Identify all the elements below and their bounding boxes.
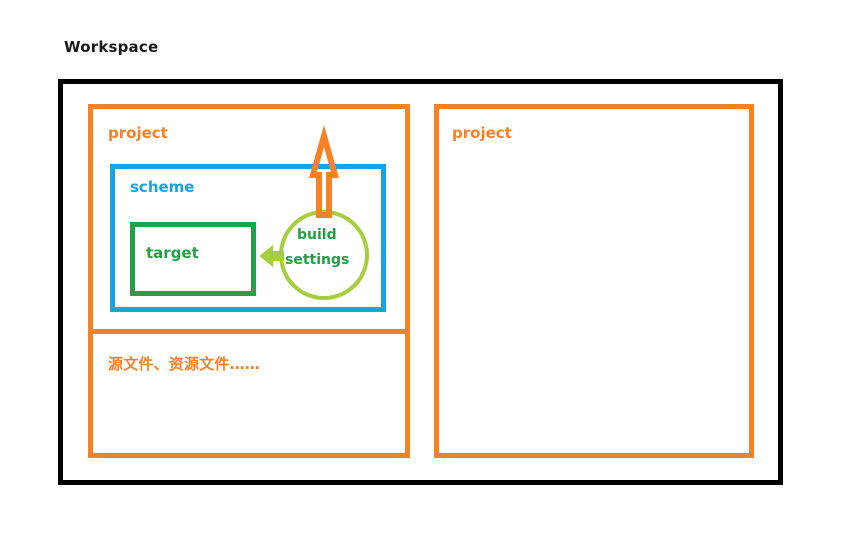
project-box-left — [88, 104, 410, 458]
project-left-label: project — [108, 124, 168, 142]
page-title: Workspace — [64, 38, 159, 56]
scheme-box — [110, 164, 386, 312]
source-resource-files-label: 源文件、资源文件…… — [108, 355, 261, 373]
target-box — [130, 222, 256, 296]
build-settings-label-line1: build — [297, 227, 337, 243]
project-box-right — [434, 104, 754, 458]
project-right-label: project — [452, 124, 512, 142]
workspace-container — [58, 79, 783, 485]
target-label: target — [146, 244, 199, 262]
build-settings-label-line2: settings — [285, 252, 350, 268]
project-left-divider — [88, 329, 410, 334]
scheme-label: scheme — [130, 178, 195, 196]
